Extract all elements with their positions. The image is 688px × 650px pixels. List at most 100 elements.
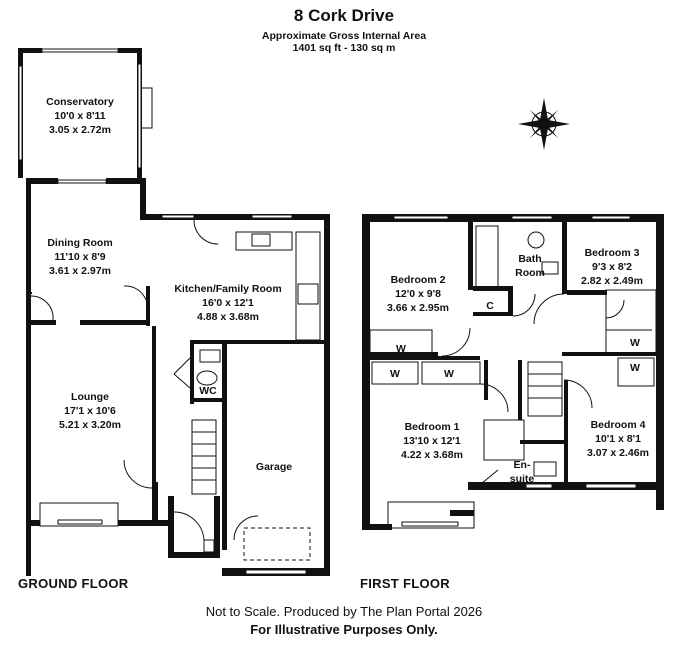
cupboard-wall-bottom xyxy=(473,312,513,316)
conservatory-imperial: 10'0 x 8'11 xyxy=(54,110,105,122)
first-wall-bottom-right xyxy=(468,482,664,490)
wc-toilet xyxy=(196,370,218,386)
bed4-window xyxy=(585,483,637,489)
lounge-wall-bottom-right xyxy=(118,520,158,526)
bed2-door-swing xyxy=(441,327,471,357)
first-stairs xyxy=(527,361,563,417)
bedroom1-imperial: 13'10 x 12'1 xyxy=(403,435,461,447)
bed4-wardrobe-label: W xyxy=(630,362,640,374)
lounge-bay xyxy=(39,502,119,527)
first-floor-plan xyxy=(362,214,664,530)
bedroom4-imperial: 10'1 x 8'1 xyxy=(595,433,641,445)
kitchen-imperial: 16'0 x 12'1 xyxy=(202,297,254,309)
bed1-wall-top xyxy=(370,356,480,360)
ground-stairs xyxy=(191,419,217,495)
bed1-bay-corner xyxy=(450,510,474,516)
garage-door-track xyxy=(243,527,311,561)
hall-wall-left xyxy=(152,326,156,486)
lounge-door-swing xyxy=(123,459,153,489)
kitchen-door-swing xyxy=(123,285,147,301)
bedroom2-bath-wall xyxy=(468,214,473,290)
footer-disclaimer: For Illustrative Purposes Only. xyxy=(250,622,438,637)
wc-basin xyxy=(199,349,221,363)
ensuite-name-1: En- xyxy=(514,459,531,471)
first-wall-bottom-left xyxy=(362,524,392,530)
bedroom1-metric: 4.22 x 3.68m xyxy=(401,449,463,461)
dining-doorway xyxy=(57,179,107,184)
kitchen-window-2 xyxy=(251,214,293,219)
bed3-wall-bottom xyxy=(567,290,607,295)
conservatory-french-doors xyxy=(142,87,153,129)
kitchen-name: Kitchen/Family Room xyxy=(174,283,281,295)
dining-imperial: 11'10 x 8'9 xyxy=(54,251,105,263)
garage-side-door xyxy=(233,515,259,541)
kitchen-window-1 xyxy=(161,214,195,219)
garage-label: Garage xyxy=(256,461,292,473)
lounge-name: Lounge xyxy=(71,391,109,403)
kitchen-sink xyxy=(251,233,271,247)
ensuite-name-2: suite xyxy=(510,473,535,485)
footer-note: Not to Scale. Produced by The Plan Porta… xyxy=(205,604,483,619)
kitchen-hob xyxy=(297,283,319,305)
cupboard-label: C xyxy=(486,300,494,312)
dining-wall-top-right xyxy=(106,178,146,184)
porch-wall-right xyxy=(214,496,220,556)
ground-wall-right xyxy=(324,214,330,576)
bed4-door-swing xyxy=(563,379,593,409)
dining-name: Dining Room xyxy=(47,237,112,249)
bedroom2-name: Bedroom 2 xyxy=(391,274,446,286)
bed3-wardrobe-doors xyxy=(605,299,652,331)
kitchen-metric: 4.88 x 3.68m xyxy=(197,311,259,323)
conservatory-metric: 3.05 x 2.72m xyxy=(49,124,111,136)
bath-tub xyxy=(475,225,499,289)
bed3-door-swing xyxy=(533,293,565,325)
first-stair-treads xyxy=(528,373,562,399)
front-door-swing xyxy=(173,511,205,541)
first-floor-label: FIRST FLOOR xyxy=(360,576,450,591)
bathroom-window xyxy=(511,215,553,220)
porch-window xyxy=(203,539,215,553)
bed1-window xyxy=(401,521,459,527)
first-wall-left xyxy=(362,214,370,530)
dining-door-stub xyxy=(30,292,32,294)
dining-wall-right xyxy=(140,178,146,218)
bedroom3-imperial: 9'3 x 8'2 xyxy=(592,261,632,273)
conservatory-window-right xyxy=(137,63,142,169)
bed1-wardrobe-left xyxy=(371,361,419,385)
bath-toilet xyxy=(527,231,545,249)
bed4-wall-top xyxy=(562,352,656,356)
wc-door xyxy=(173,357,191,389)
cupboard-wall-right xyxy=(508,286,513,312)
dining-wall-top-left xyxy=(26,178,58,184)
ground-stair-treads xyxy=(192,431,216,481)
bedroom2-window xyxy=(393,215,449,220)
kitchen-worktop-top xyxy=(235,231,293,251)
ground-floor-plan xyxy=(18,48,330,576)
kitchen-worktop-right xyxy=(295,231,321,341)
kitchen-wall-top xyxy=(140,214,330,220)
wc-wall-left xyxy=(190,340,194,404)
bath-wall-bottom xyxy=(473,286,513,291)
kitchen-wall-bottom xyxy=(226,340,324,344)
conservatory-wall-top-right xyxy=(118,48,142,53)
bed1-wardrobe-right xyxy=(421,361,481,385)
hall-wall-bottom-left xyxy=(152,482,158,526)
porch-corner xyxy=(158,520,168,526)
garage-door xyxy=(245,569,307,575)
dining-lounge-divider-left xyxy=(26,320,56,325)
area-label: Approximate Gross Internal Area xyxy=(261,30,427,42)
lounge-window xyxy=(57,519,103,525)
wc-wall-top xyxy=(190,340,226,344)
bathroom-name-1: Bath xyxy=(518,253,541,265)
bed1-wardrobe-left-label: W xyxy=(390,368,400,380)
compass-rose-icon xyxy=(518,98,570,150)
dining-door-swing xyxy=(30,295,54,321)
conservatory-name: Conservatory xyxy=(46,96,114,108)
conservatory-window-left xyxy=(18,65,23,161)
bedroom3-metric: 2.82 x 2.49m xyxy=(581,275,643,287)
ensuite-wall-top xyxy=(520,440,564,444)
bedroom2-metric: 3.66 x 2.95m xyxy=(387,302,449,314)
ensuite-window xyxy=(525,483,553,489)
stair-wall-left xyxy=(518,360,522,420)
bed2-wardrobe-label: W xyxy=(396,343,406,355)
